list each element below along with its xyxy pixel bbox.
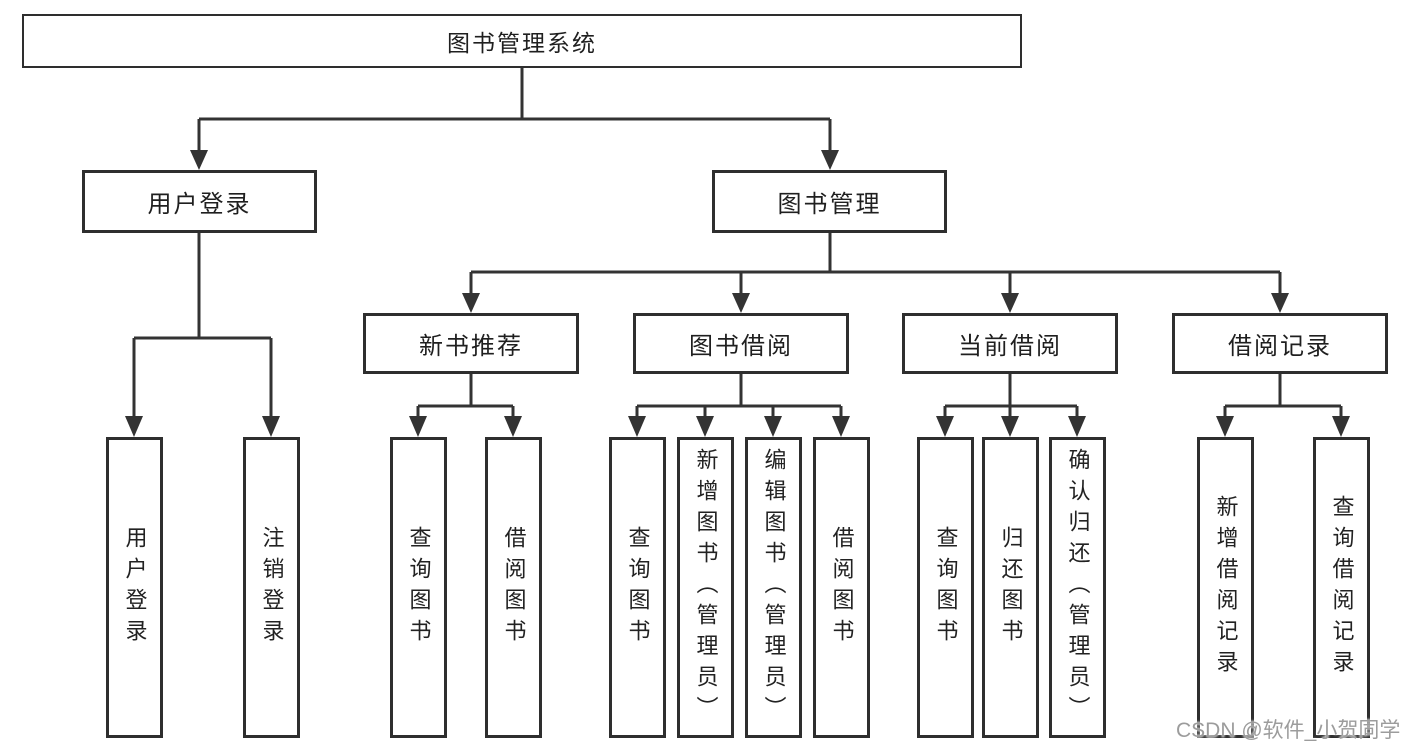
arrow-sec-1 bbox=[462, 293, 480, 313]
node-book-mgmt-label: 图书管理 bbox=[777, 191, 882, 218]
leaf-query-books-3: 查询图书 bbox=[917, 437, 974, 738]
edge-user-login-branch bbox=[132, 233, 273, 424]
node-root-system: 图书管理系统 bbox=[22, 14, 1022, 68]
arrow-leaf-7 bbox=[764, 416, 782, 437]
leaf-borrow-books-1-label: 借阅图书 bbox=[501, 525, 527, 650]
arrow-leaf-13 bbox=[1332, 416, 1350, 437]
csdn-watermark: CSDN @软件_小贺同学 bbox=[1176, 719, 1401, 742]
leaf-query-borrow-record-label: 查询借阅记录 bbox=[1329, 494, 1355, 681]
arrow-leaf-1 bbox=[125, 416, 143, 437]
leaf-return-books-label: 归还图书 bbox=[998, 525, 1024, 650]
node-borrow-records-label: 借阅记录 bbox=[1228, 333, 1332, 360]
leaf-user-login-label: 用户登录 bbox=[122, 525, 148, 650]
node-borrow-records: 借阅记录 bbox=[1172, 313, 1388, 374]
arrow-leaf-5 bbox=[628, 416, 646, 437]
node-user-login-label: 用户登录 bbox=[147, 191, 252, 218]
arrow-leaf-12 bbox=[1216, 416, 1234, 437]
arrow-leaf-2 bbox=[262, 416, 280, 437]
leaf-borrow-books-1: 借阅图书 bbox=[485, 437, 542, 738]
node-new-book-recommend-label: 新书推荐 bbox=[419, 333, 523, 360]
leaf-return-books: 归还图书 bbox=[982, 437, 1039, 738]
leaf-user-login: 用户登录 bbox=[106, 437, 163, 738]
arrow-leaf-11 bbox=[1068, 416, 1086, 437]
leaf-add-books-admin: 新增图书（管理员） bbox=[677, 437, 734, 738]
leaf-edit-books-admin-label: 编辑图书（管理员） bbox=[761, 448, 787, 727]
edge-root-branch bbox=[197, 68, 832, 152]
edge-leaf-shafts bbox=[416, 406, 1343, 424]
arrow-leaf-9 bbox=[936, 416, 954, 437]
arrow-leaf-3 bbox=[409, 416, 427, 437]
edge-book-mgmt-branch bbox=[469, 233, 1282, 299]
leaf-add-books-admin-label: 新增图书（管理员） bbox=[693, 448, 719, 727]
node-new-book-recommend: 新书推荐 bbox=[363, 313, 579, 374]
node-root-system-label: 图书管理系统 bbox=[447, 30, 597, 56]
leaf-logout-label: 注销登录 bbox=[259, 525, 285, 650]
arrowheads bbox=[125, 150, 1350, 437]
leaf-borrow-books-2: 借阅图书 bbox=[813, 437, 870, 738]
leaf-query-books-2: 查询图书 bbox=[609, 437, 666, 738]
leaf-confirm-return-admin: 确认归还（管理员） bbox=[1049, 437, 1106, 738]
leaf-add-borrow-record: 新增借阅记录 bbox=[1197, 437, 1254, 738]
edge-section-stems bbox=[469, 374, 1282, 406]
leaf-edit-books-admin: 编辑图书（管理员） bbox=[745, 437, 802, 738]
leaf-query-books-1-label: 查询图书 bbox=[406, 525, 432, 650]
leaf-query-borrow-record: 查询借阅记录 bbox=[1313, 437, 1370, 738]
leaf-add-borrow-record-label: 新增借阅记录 bbox=[1213, 494, 1239, 681]
node-user-login: 用户登录 bbox=[82, 170, 317, 233]
arrow-to-book-mgmt bbox=[821, 150, 839, 170]
arrow-leaf-6 bbox=[696, 416, 714, 437]
leaf-query-books-2-label: 查询图书 bbox=[625, 525, 651, 650]
arrow-sec-2 bbox=[732, 293, 750, 313]
leaf-query-books-3-label: 查询图书 bbox=[933, 525, 959, 650]
arrow-leaf-4 bbox=[504, 416, 522, 437]
node-book-mgmt: 图书管理 bbox=[712, 170, 947, 233]
leaf-confirm-return-admin-label: 确认归还（管理员） bbox=[1065, 448, 1091, 727]
node-current-borrow: 当前借阅 bbox=[902, 313, 1118, 374]
node-book-borrow: 图书借阅 bbox=[633, 313, 849, 374]
node-current-borrow-label: 当前借阅 bbox=[958, 333, 1062, 360]
arrow-sec-4 bbox=[1271, 293, 1289, 313]
arrow-leaf-10 bbox=[1001, 416, 1019, 437]
leaf-query-books-1: 查询图书 bbox=[390, 437, 447, 738]
node-book-borrow-label: 图书借阅 bbox=[689, 333, 793, 360]
arrow-to-user-login bbox=[190, 150, 208, 170]
arrow-leaf-8 bbox=[832, 416, 850, 437]
leaf-borrow-books-2-label: 借阅图书 bbox=[829, 525, 855, 650]
arrow-sec-3 bbox=[1001, 293, 1019, 313]
leaf-logout: 注销登录 bbox=[243, 437, 300, 738]
